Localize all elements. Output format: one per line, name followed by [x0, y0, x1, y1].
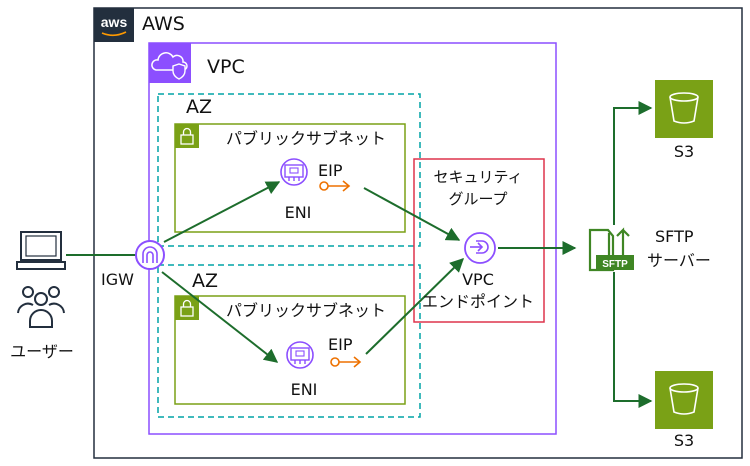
- elastic-ip-icon: [330, 356, 362, 368]
- vpc-endpoint-icon: [464, 232, 496, 264]
- subnet-top-group: パブリックサブネット: [174, 123, 406, 233]
- vpc-label: VPC: [207, 56, 245, 78]
- users-icon: [17, 286, 65, 328]
- subnet-bottom-border: [174, 295, 406, 405]
- eip-bottom-label: EIP: [328, 335, 353, 354]
- security-group: セキュリティ グループ: [413, 158, 545, 323]
- az-bottom-group: AZ: [157, 264, 421, 418]
- sftp-server-node: SFTP SFTP サーバー: [588, 227, 711, 272]
- eip-top-node: EIP: [318, 161, 351, 192]
- network-interface-icon: [286, 341, 314, 369]
- s3-bottom-label: S3: [674, 431, 694, 450]
- aws-logo-text: aws: [101, 14, 128, 30]
- aws-label: AWS: [142, 13, 185, 35]
- igw-to-eni-bottom-arrow: [161, 271, 279, 363]
- eip-top-label: EIP: [318, 161, 343, 180]
- s3-top-node: S3: [655, 80, 713, 161]
- igw-label: IGW: [101, 270, 134, 289]
- security-group-label-line1: セキュリティ: [433, 168, 522, 186]
- eip-bottom-to-endpoint-arrow: [365, 258, 465, 355]
- eni-top-label: ENI: [285, 203, 312, 222]
- vpc-endpoint-node: VPC エンドポイント: [422, 232, 534, 311]
- connections: [66, 101, 653, 408]
- az-bottom-label: AZ: [192, 270, 218, 292]
- subnet-bottom-label: パブリックサブネット: [226, 301, 386, 320]
- sftp-badge-text: SFTP: [602, 259, 628, 270]
- sftp-to-s3-bottom-arrow: [613, 272, 653, 408]
- az-top-border: [157, 93, 421, 247]
- eni-bottom-node: ENI: [286, 341, 318, 399]
- aws-cloud-border: [93, 7, 743, 459]
- aws-logo-icon: aws: [94, 8, 134, 42]
- network-interface-icon: [280, 158, 308, 186]
- subnet-bottom-group: パブリックサブネット: [174, 295, 406, 405]
- s3-icon: [655, 80, 713, 138]
- lock-icon: [175, 124, 199, 148]
- eip-top-to-endpoint-arrow: [363, 187, 461, 241]
- s3-top-label: S3: [674, 142, 694, 161]
- sftp-to-s3-top-arrow: [613, 101, 653, 225]
- laptop-icon: [16, 231, 66, 270]
- sftp-label-line1: SFTP: [655, 227, 694, 246]
- subnet-top-border: [174, 123, 406, 233]
- igw-to-eni-top-arrow: [163, 181, 281, 243]
- vpc-endpoint-label-line1: VPC: [462, 270, 494, 289]
- subnet-top-label: パブリックサブネット: [226, 129, 386, 148]
- aws-cloud-group: aws AWS: [93, 7, 743, 459]
- eip-bottom-node: EIP: [328, 335, 362, 368]
- user-label: ユーザー: [10, 342, 74, 361]
- vpc-icon: [149, 43, 191, 83]
- elastic-ip-icon: [319, 180, 351, 192]
- vpc-endpoint-label-line2: エンドポイント: [422, 292, 534, 311]
- az-top-label: AZ: [186, 96, 212, 118]
- security-group-label-line2: グループ: [448, 190, 507, 208]
- security-group-border: [413, 158, 545, 323]
- vpc-border: [148, 42, 557, 435]
- s3-bottom-node: S3: [655, 371, 713, 450]
- eni-bottom-label: ENI: [291, 380, 318, 399]
- eni-top-node: ENI: [280, 158, 312, 222]
- lock-icon: [175, 296, 199, 320]
- igw-node: IGW: [101, 240, 165, 289]
- sftp-label-line2: サーバー: [647, 251, 711, 270]
- s3-icon: [655, 371, 713, 429]
- user-node: ユーザー: [10, 231, 74, 361]
- az-top-group: AZ: [157, 93, 421, 247]
- vpc-group: VPC: [148, 42, 557, 435]
- az-bottom-border: [157, 264, 421, 418]
- transfer-family-icon: SFTP: [588, 227, 634, 272]
- internet-gateway-icon: [135, 240, 165, 270]
